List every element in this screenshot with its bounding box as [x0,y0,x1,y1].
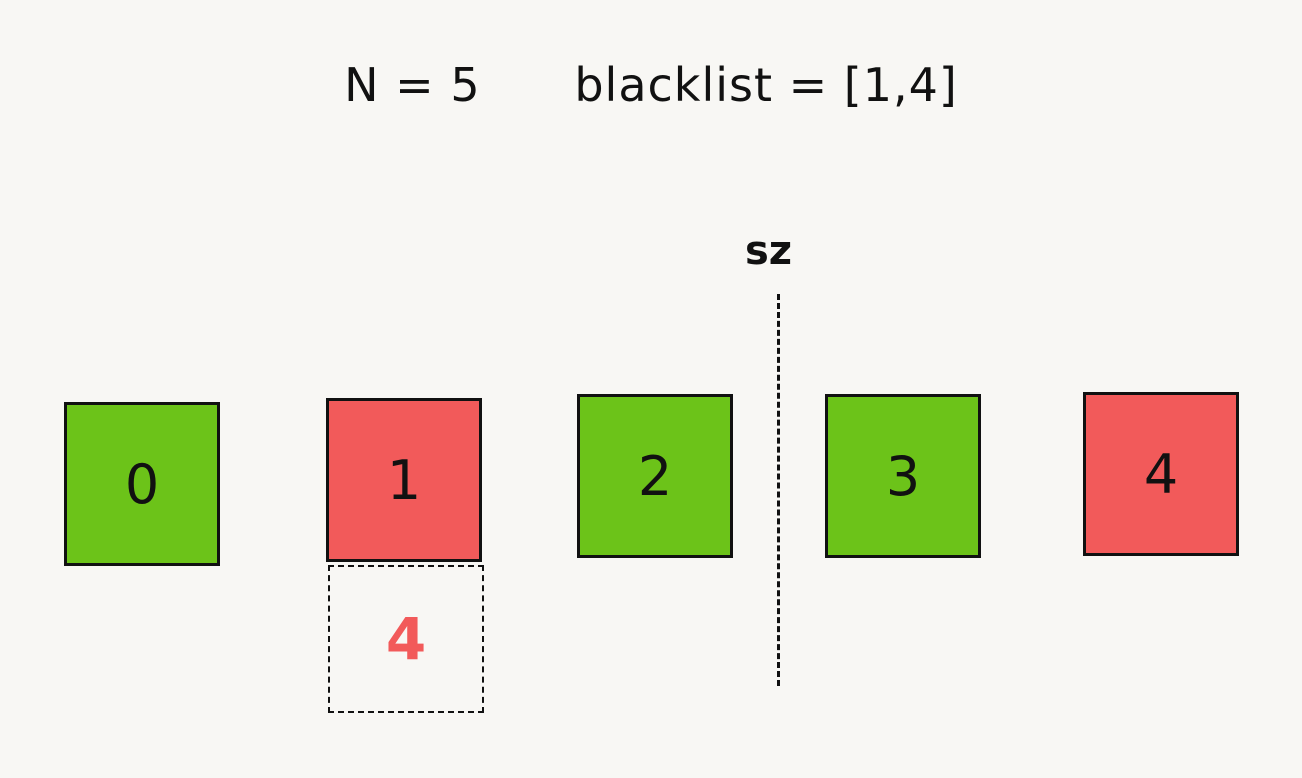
box-0-label: 0 [124,452,160,516]
mapped-value-box: 4 [328,565,484,713]
box-1-label: 1 [386,448,422,512]
box-4-label: 4 [1143,442,1179,506]
box-0: 0 [64,402,220,566]
sz-divider-line [777,294,780,686]
box-2: 2 [577,394,733,558]
blacklist-text: blacklist = [1,4] [574,58,958,112]
diagram-title: N = 5 blacklist = [1,4] [0,58,1302,112]
box-1: 1 [326,398,482,562]
box-4: 4 [1083,392,1239,556]
box-3: 3 [825,394,981,558]
sz-label: sz [745,228,793,274]
box-2-label: 2 [637,444,673,508]
box-3-label: 3 [885,444,921,508]
n-value-text: N = 5 [344,58,481,112]
mapped-value-label: 4 [385,605,427,673]
